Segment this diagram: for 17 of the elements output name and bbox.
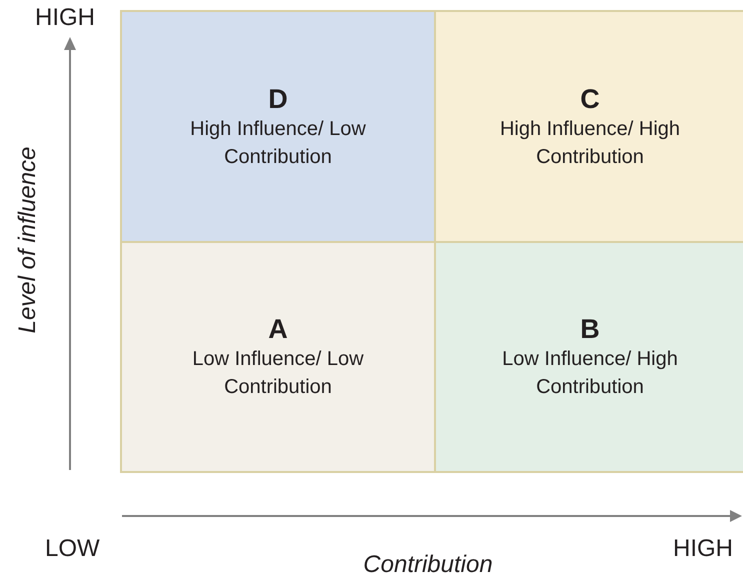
quadrant-letter: B — [580, 313, 600, 345]
quadrant-box — [434, 10, 743, 243]
quadrant-description: Low Influence/ High Contribution — [501, 347, 679, 400]
quadrant-description: High Influence/ Low Contribution — [189, 116, 367, 170]
quadrant-letter: D — [268, 82, 288, 114]
quadrant-box — [434, 241, 743, 473]
axis-title: Level of influence — [14, 146, 42, 334]
quadrant-box — [120, 241, 436, 473]
quadrant-box — [120, 10, 436, 243]
axis-max-label: HIGH — [673, 535, 733, 563]
quadrant-description: Low Influence/ Low Contribution — [191, 347, 365, 400]
axis-title: Contribution — [363, 551, 493, 579]
axis-min-label: LOW — [45, 535, 100, 563]
axis-max-label: HIGH — [35, 4, 95, 32]
quadrant-letter: C — [580, 82, 600, 114]
quadrant-description: High Influence/ High Contribution — [498, 116, 682, 170]
quadrant-letter: A — [268, 313, 288, 345]
